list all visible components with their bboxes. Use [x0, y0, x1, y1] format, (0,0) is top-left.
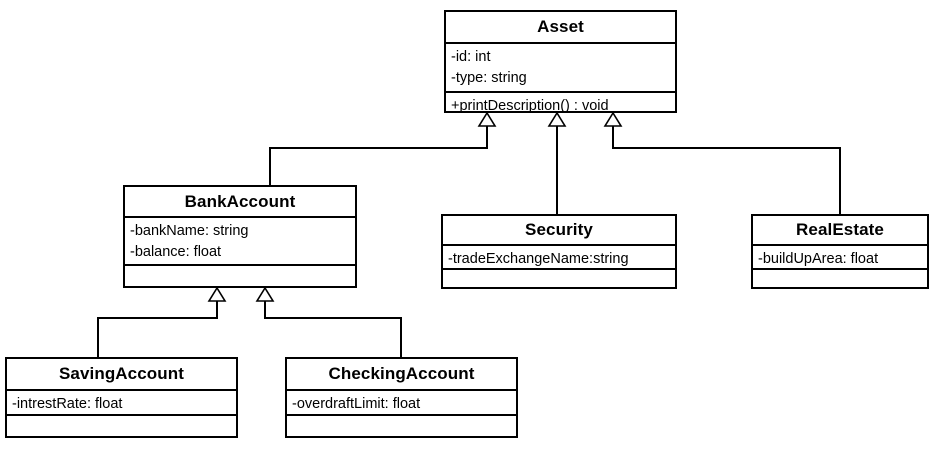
- attribute-item: -id: int: [451, 49, 491, 65]
- class-box-realestate[interactable]: RealEstate -buildUpArea: float: [751, 214, 929, 289]
- operations-compartment-bankaccount: [125, 266, 355, 286]
- class-name-security: Security: [443, 216, 675, 246]
- class-name-savingaccount: SavingAccount: [7, 359, 236, 391]
- class-name-asset: Asset: [446, 12, 675, 44]
- operations-compartment-realestate: [753, 270, 927, 287]
- class-name-checkingaccount: CheckingAccount: [287, 359, 516, 391]
- operations-compartment-savingaccount: [7, 416, 236, 436]
- attribute-item: -intrestRate: float: [12, 396, 123, 412]
- attributes-compartment-security: -tradeExchangeName:string: [443, 246, 675, 270]
- generalization-savingaccount-to-bankaccount: [97, 286, 227, 357]
- operations-compartment-asset: +printDescription() : void: [446, 93, 675, 111]
- class-box-asset[interactable]: Asset -id: int -type: string +printDescr…: [444, 10, 677, 113]
- attributes-compartment-checkingaccount: -overdraftLimit: float: [287, 391, 516, 416]
- generalization-security-to-asset: [547, 111, 567, 214]
- attributes-compartment-bankaccount: -bankName: string -balance: float: [125, 218, 355, 266]
- hollow-triangle-arrowhead: [603, 111, 623, 127]
- class-box-savingaccount[interactable]: SavingAccount -intrestRate: float: [5, 357, 238, 438]
- class-box-bankaccount[interactable]: BankAccount -bankName: string -balance: …: [123, 185, 357, 288]
- attribute-item: -buildUpArea: float: [758, 251, 879, 267]
- generalization-checkingaccount-to-bankaccount: [255, 286, 402, 357]
- hollow-triangle-arrowhead: [255, 286, 275, 302]
- class-box-checkingaccount[interactable]: CheckingAccount -overdraftLimit: float: [285, 357, 518, 438]
- class-name-realestate: RealEstate: [753, 216, 927, 246]
- generalization-bankaccount-to-asset: [269, 111, 497, 185]
- class-name-bankaccount: BankAccount: [125, 187, 355, 218]
- attribute-item: -balance: float: [130, 244, 222, 260]
- attributes-compartment-savingaccount: -intrestRate: float: [7, 391, 236, 416]
- hollow-triangle-arrowhead: [207, 286, 227, 302]
- attributes-compartment-realestate: -buildUpArea: float: [753, 246, 927, 270]
- attributes-compartment-asset: -id: int -type: string: [446, 44, 675, 93]
- attribute-item: -overdraftLimit: float: [292, 396, 421, 412]
- attribute-item: -tradeExchangeName:string: [448, 251, 629, 267]
- operations-compartment-checkingaccount: [287, 416, 516, 436]
- hollow-triangle-arrowhead: [477, 111, 497, 127]
- generalization-realestate-to-asset: [603, 111, 841, 214]
- hollow-triangle-arrowhead: [547, 111, 567, 127]
- attribute-item: -bankName: string: [130, 223, 249, 239]
- attribute-item: -type: string: [451, 70, 527, 86]
- class-box-security[interactable]: Security -tradeExchangeName:string: [441, 214, 677, 289]
- operation-item: +printDescription() : void: [451, 98, 609, 111]
- operations-compartment-security: [443, 270, 675, 287]
